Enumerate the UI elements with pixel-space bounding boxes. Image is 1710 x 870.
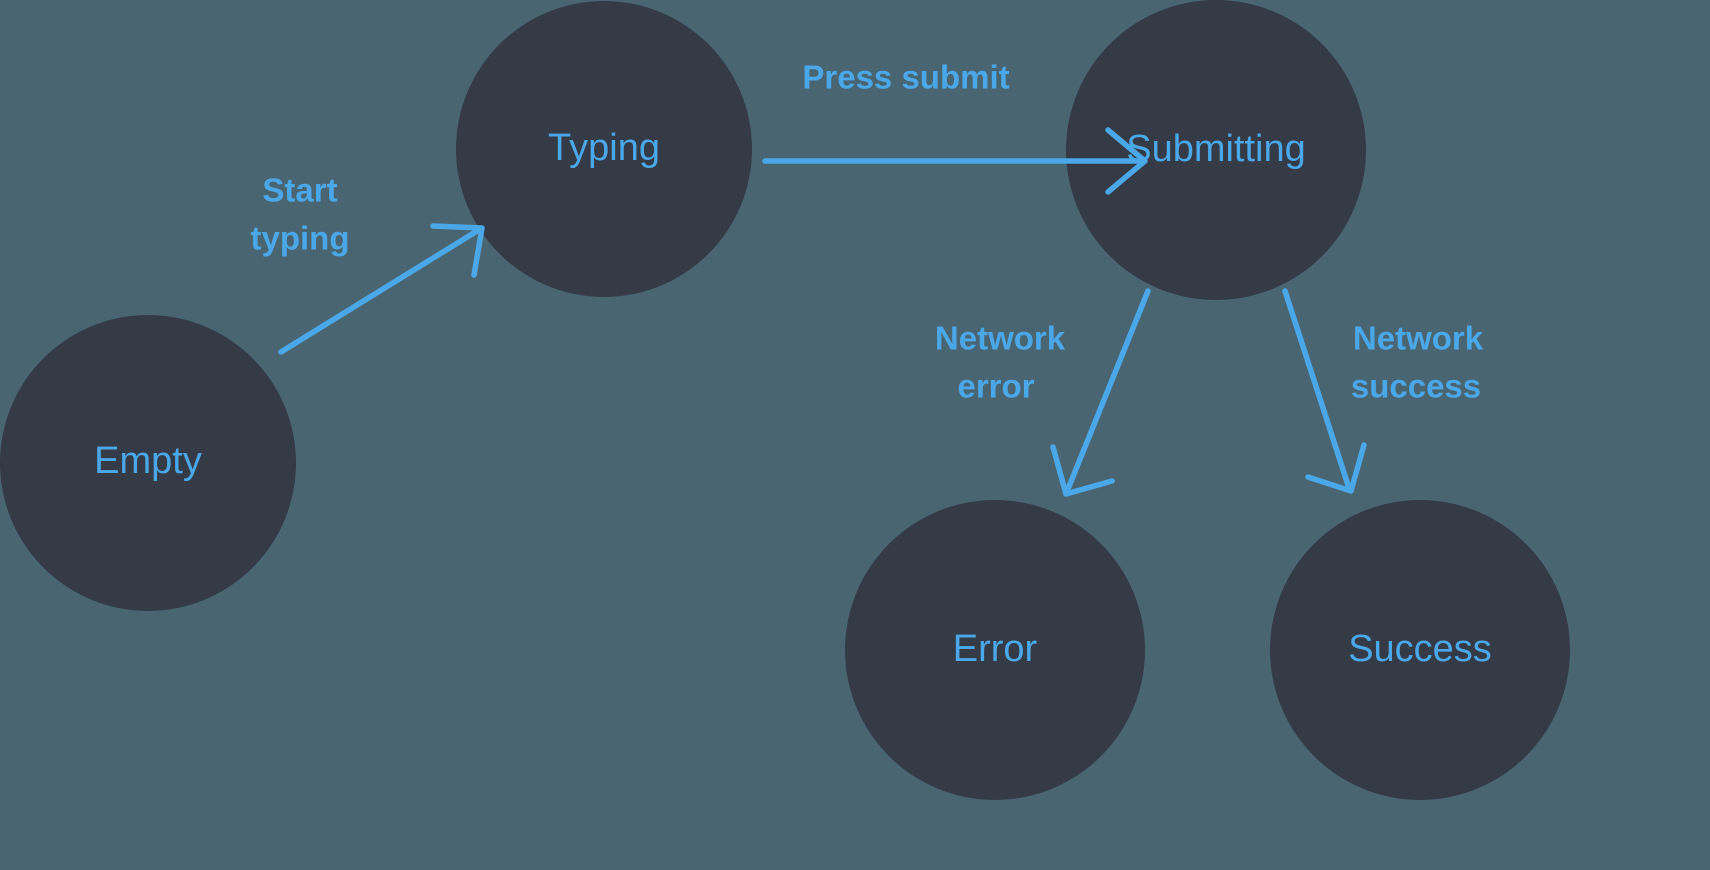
state-circle-empty[interactable] xyxy=(0,315,296,611)
transition-start-typing[interactable]: Start typing xyxy=(251,172,485,355)
transition-label-press-submit: Press submit xyxy=(802,59,1009,96)
transition-arrow-line-start-typing xyxy=(278,228,480,355)
state-node-error[interactable]: Error xyxy=(845,500,1145,800)
arrowhead-icon-press-submit xyxy=(1105,127,1148,195)
state-circle-error[interactable] xyxy=(845,500,1145,800)
transition-label-network-success-line2: success xyxy=(1351,368,1481,405)
state-node-empty[interactable]: Empty xyxy=(0,315,296,611)
state-circle-typing[interactable] xyxy=(456,1,752,297)
state-label-error: Error xyxy=(953,628,1038,670)
transition-label-start-typing-line2: typing xyxy=(251,220,350,257)
state-label-empty: Empty xyxy=(94,440,202,482)
state-label-success: Success xyxy=(1348,628,1492,670)
state-label-submitting: Submitting xyxy=(1126,128,1306,170)
transition-arrow-line-network-success xyxy=(1282,288,1351,488)
state-label-typing: Typing xyxy=(548,127,660,169)
transition-network-success[interactable]: Network success xyxy=(1282,288,1484,494)
transition-label-start-typing-line1: Start xyxy=(262,172,337,209)
arrowhead-icon-start-typing xyxy=(430,223,485,278)
transition-arrow-line-network-error xyxy=(1065,288,1151,492)
transition-label-network-error-line2: error xyxy=(957,368,1034,405)
transition-press-submit[interactable]: Press submit xyxy=(762,59,1148,195)
state-circle-submitting[interactable] xyxy=(1066,0,1366,300)
arrowhead-icon-network-error xyxy=(1050,444,1115,497)
state-circle-success[interactable] xyxy=(1270,500,1570,800)
arrowhead-icon-network-success xyxy=(1305,442,1367,494)
transition-label-network-error-line1: Network xyxy=(935,320,1066,357)
transition-network-error[interactable]: Network error xyxy=(935,288,1151,497)
state-node-success[interactable]: Success xyxy=(1270,500,1570,800)
transition-label-network-success-line1: Network xyxy=(1353,320,1484,357)
state-node-submitting[interactable]: Submitting xyxy=(1066,0,1366,300)
state-node-typing[interactable]: Typing xyxy=(456,1,752,297)
